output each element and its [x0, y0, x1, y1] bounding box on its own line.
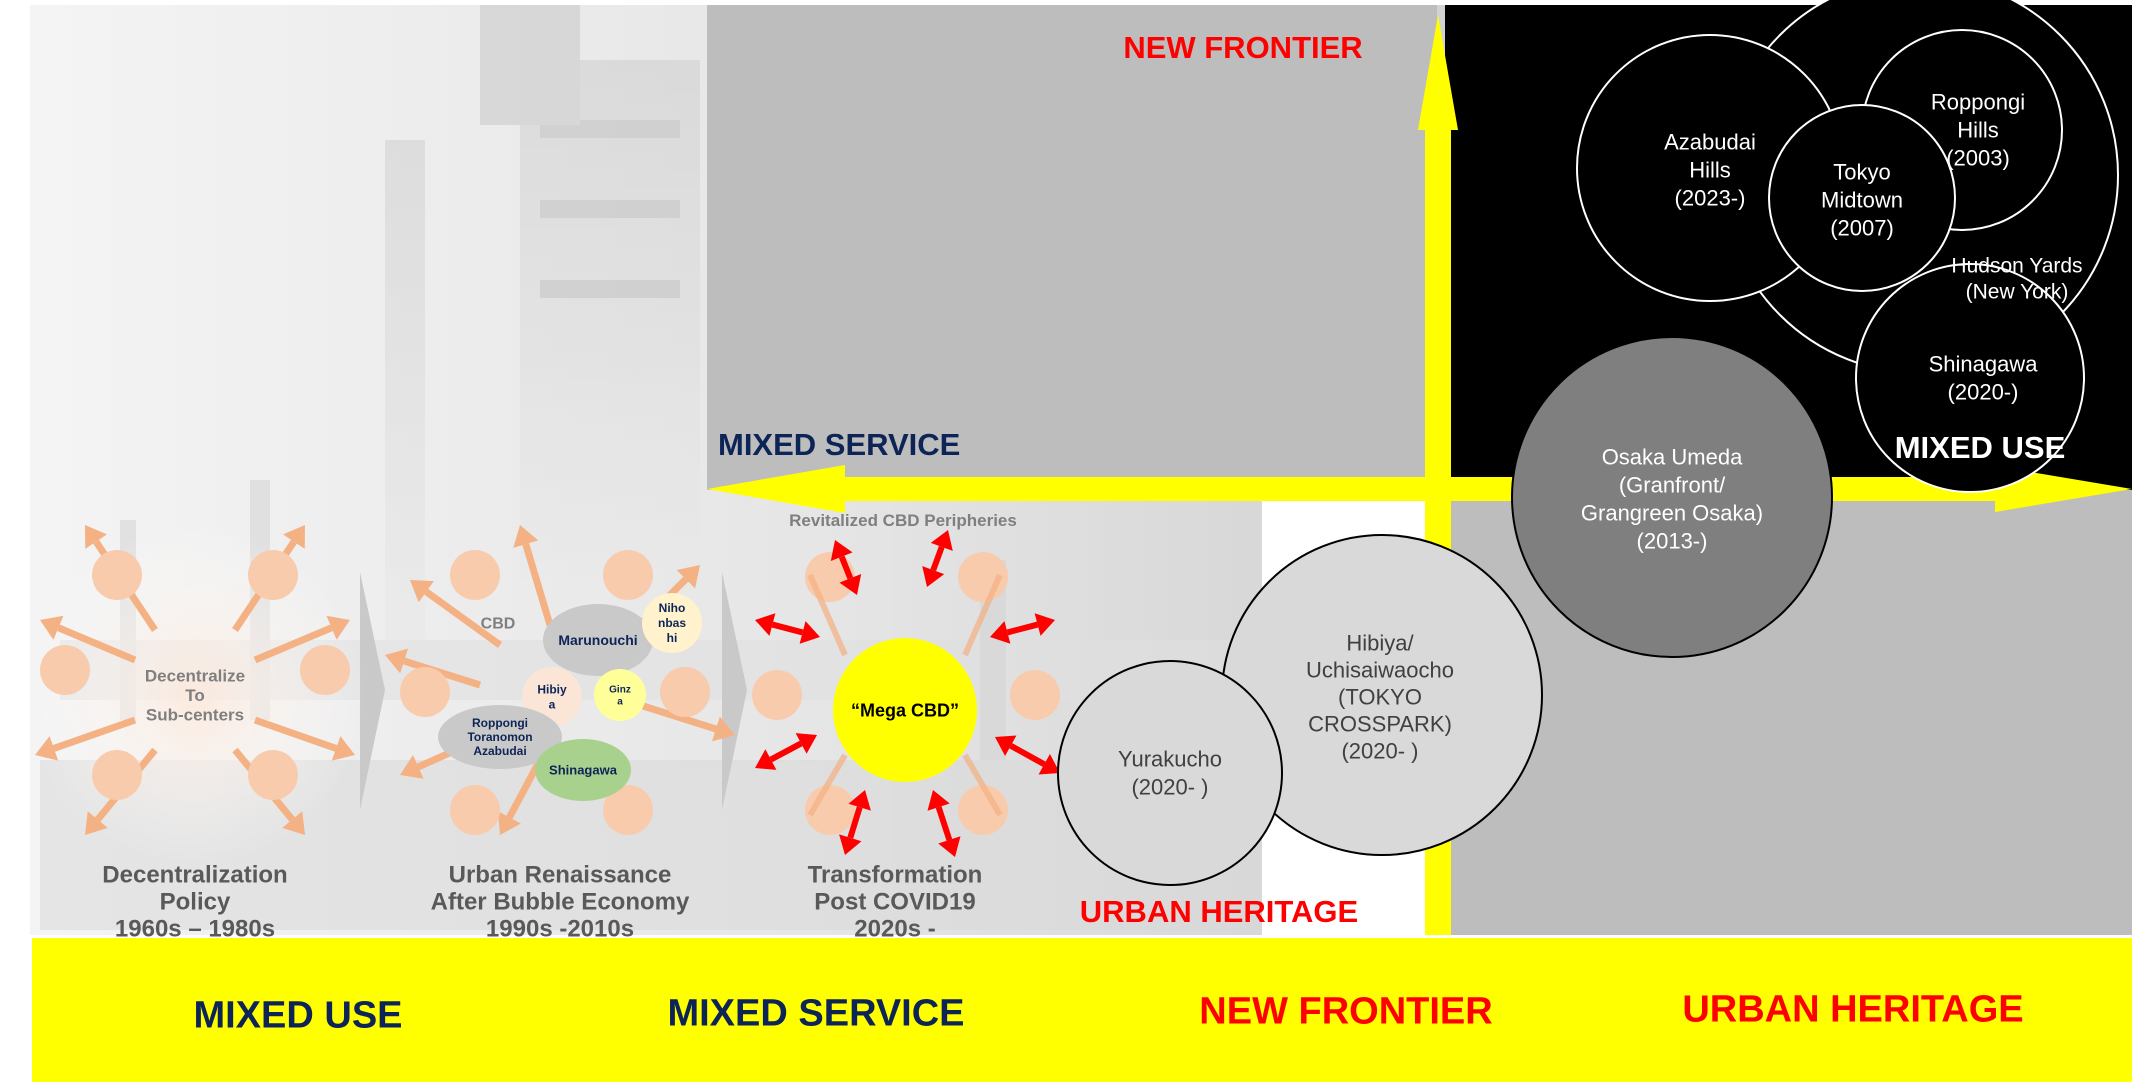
- decentralize-arrow: [253, 716, 355, 761]
- expansion-arrow: [839, 790, 871, 855]
- decentralize-arrow: [40, 615, 137, 664]
- sub-center-node: [450, 785, 500, 835]
- peripheries-label: Revitalized CBD Peripheries: [789, 511, 1017, 530]
- quadrant-new-frontier: [707, 5, 1437, 490]
- shinagawa-circle: [1855, 263, 2085, 493]
- expansion-arrow: [755, 613, 820, 644]
- osaka-umeda-label: Osaka Umeda(Granfront/Grangreen Osaka)(2…: [1581, 445, 1763, 554]
- axis-label-left: MIXED SERVICE: [718, 427, 960, 462]
- band-label-urban-heritage: URBAN HERITAGE: [1682, 988, 2023, 1030]
- shinagawa-label: Shinagawa(2020-): [1929, 352, 2039, 405]
- yurakucho-circle: [1057, 660, 1283, 886]
- sub-center-node: [603, 550, 653, 600]
- expansion-arrow: [990, 613, 1055, 644]
- ginza-bubble: [594, 669, 646, 721]
- mega-cbd-label: “Mega CBD”: [851, 700, 959, 720]
- roppongi-bubble: [438, 705, 562, 769]
- expansion-arrow: [755, 733, 817, 770]
- sub-center-node: [248, 750, 298, 800]
- expansion-arrow: [995, 735, 1060, 775]
- renaissance-arrow: [513, 525, 554, 627]
- sub-center-node: [450, 550, 500, 600]
- sub-center-node: [92, 550, 142, 600]
- band-label-mixed-service: MIXED SERVICE: [667, 992, 964, 1034]
- marunouchi-bubble: [543, 604, 653, 676]
- band-label-mixed-use: MIXED USE: [193, 994, 402, 1036]
- tokyo-midtown-circle: [1768, 104, 1956, 292]
- hudson-yards-label: Hudson Yards(New York): [1951, 254, 2082, 303]
- sub-center-node: [603, 785, 653, 835]
- era-separator-1: [360, 572, 385, 810]
- axis-label-top: NEW FRONTIER: [1123, 30, 1362, 65]
- sub-center-node: [400, 667, 450, 717]
- axis-label-right: MIXED USE: [1895, 430, 2066, 465]
- shinagawa-label: Shinagawa: [549, 763, 618, 778]
- sub-center-node: [92, 750, 142, 800]
- axis-label-bottom: URBAN HERITAGE: [1080, 894, 1358, 929]
- renaissance-arrow: [385, 648, 482, 689]
- nihonbashi-bubble: [642, 593, 702, 653]
- sub-center-node: [1010, 670, 1060, 720]
- sub-center-node: [752, 670, 802, 720]
- yurakucho-label: Yurakucho(2020- ): [1118, 747, 1222, 800]
- decentralize-arrow: [253, 615, 350, 664]
- expansion-arrow: [830, 540, 862, 595]
- renaissance-arrow: [638, 701, 735, 742]
- decentralize-arrow: [35, 716, 137, 761]
- sub-center-node: [660, 667, 710, 717]
- band-label-new-frontier: NEW FRONTIER: [1199, 990, 1492, 1032]
- cbd-label: CBD: [481, 616, 516, 633]
- marunouchi-label: Marunouchi: [558, 632, 637, 648]
- expansion-arrow: [922, 530, 953, 587]
- era-separator-2: [722, 572, 747, 810]
- sub-center-node: [40, 645, 90, 695]
- sub-center-node: [958, 785, 1008, 835]
- expansion-arrow: [927, 790, 961, 857]
- renaissance-arrow: [410, 580, 503, 648]
- sub-center-node: [300, 645, 350, 695]
- renaissance-arrow: [497, 758, 544, 835]
- mega-cbd-circle: [833, 638, 977, 782]
- bottom-band: [32, 938, 2132, 1082]
- era-3-transformation: “Mega CBD” Revitalized CBD PeripheriesTra…: [752, 511, 1060, 942]
- labels-layer: NEW FRONTIER MIXED SERVICE MIXED USE URBAN …: [193, 30, 2065, 1036]
- sub-center-node: [248, 550, 298, 600]
- osaka-umeda-circle: [1511, 336, 1833, 658]
- shinagawa-bubble: [535, 739, 631, 801]
